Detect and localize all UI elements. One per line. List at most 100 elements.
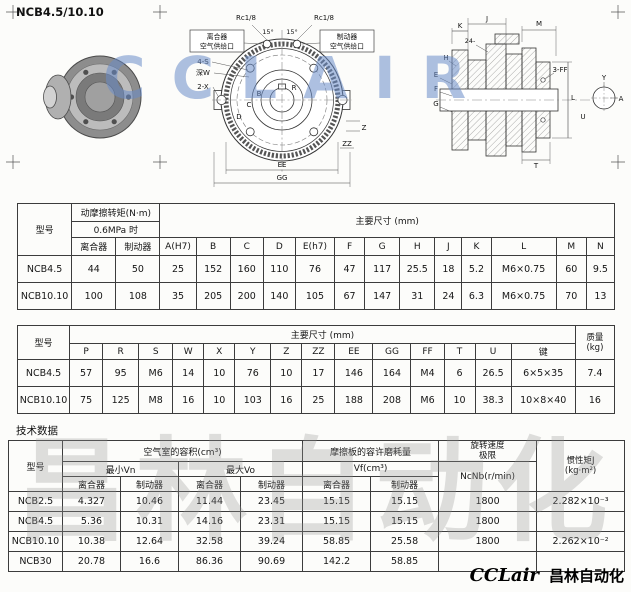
- cell: 15.15: [370, 491, 440, 512]
- angle-right-label: 15°: [286, 28, 298, 36]
- cell: 95: [102, 359, 140, 387]
- drawing-labels: Rc1/8 Rc1/8 15° 15° 离合器 空气供给口 制动器 空气供给口 …: [196, 14, 624, 182]
- label-ee: EE: [278, 161, 287, 169]
- cell: 10: [443, 386, 476, 414]
- cell: 4.327: [62, 491, 121, 512]
- cell: 15.15: [302, 511, 372, 532]
- t2-header-mass-word: 质量: [586, 332, 604, 343]
- cell-model: NCB4.5: [16, 255, 73, 283]
- t1-header-model: 型号: [16, 203, 73, 256]
- t1-header-clutch: 离合器: [71, 237, 117, 256]
- table-row: NCB2.5 4.327 10.46 11.44 23.45 15.15 15.…: [8, 491, 626, 512]
- cell: 205: [195, 282, 231, 310]
- label-f: F: [434, 85, 438, 93]
- t3-header-min: 最小Vn: [62, 461, 179, 477]
- cell: 1800: [438, 491, 538, 512]
- label-u: U: [580, 113, 585, 121]
- cell: 23.45: [239, 491, 304, 512]
- label-24-teeth: 24-: [465, 37, 476, 45]
- cell: 15.15: [302, 491, 372, 512]
- t3-header-brake: 制动器: [239, 476, 304, 492]
- cell: M6: [138, 359, 174, 387]
- cell: 50: [115, 255, 161, 283]
- label-a: A: [619, 95, 624, 103]
- col-header: X: [203, 343, 236, 360]
- t3-header-air-volume: 空气室的容积(cm³): [61, 440, 304, 462]
- col-header: EE: [334, 343, 374, 360]
- section-view: [436, 18, 618, 164]
- cell: 16: [574, 386, 616, 414]
- t3-header-brake: 制动器: [120, 476, 179, 492]
- cell: 44: [71, 255, 117, 283]
- col-header: A(H7): [159, 237, 197, 256]
- t3-header-clutch: 离合器: [302, 476, 372, 492]
- table-row: 型号 主要尺寸 (mm) 质量 (kg): [16, 325, 616, 360]
- cell: 5.2: [461, 255, 492, 283]
- cell-model: NCB30: [8, 551, 63, 572]
- label-depth-w: 深W: [196, 68, 210, 77]
- table-technical-data: 型号 空气室的容积(cm³) 摩擦板的容许磨耗量 旋转速度 极限 惯性矩J (k…: [8, 440, 626, 572]
- cell: 9.5: [585, 255, 616, 283]
- cell: [536, 551, 626, 572]
- clutch-port-feed-label: 空气供给口: [200, 42, 234, 51]
- col-header: 键: [510, 343, 576, 360]
- col-header: K: [461, 237, 492, 256]
- cell: 16: [270, 386, 303, 414]
- cell-model: NCB10.10: [8, 531, 63, 552]
- t3-header-wear: 摩擦板的容许磨耗量: [302, 440, 440, 462]
- cell: 10.46: [120, 491, 179, 512]
- cell: 17: [301, 359, 336, 387]
- cell: 15.15: [370, 511, 440, 532]
- table-row: NCB4.5 5.36 10.31 14.16 23.31 15.15 15.1…: [8, 511, 626, 532]
- t2-header-mass: 质量 (kg): [574, 325, 616, 360]
- cell-model: NCB2.5: [8, 491, 63, 512]
- cell: 7.4: [574, 359, 616, 387]
- t2-header-model: 型号: [16, 325, 71, 360]
- label-b: B: [257, 90, 262, 98]
- port-label-boxes: [189, 29, 375, 53]
- col-header: W: [172, 343, 205, 360]
- angle-left-label: 15°: [262, 28, 274, 36]
- cell-model: NCB10.10: [16, 282, 73, 310]
- cell-model: NCB4.5: [8, 511, 63, 532]
- cell: 38.3: [474, 386, 512, 414]
- tech-data-heading: 技术数据: [16, 425, 58, 437]
- cell: 90.69: [239, 551, 304, 572]
- t3-header-inertia-line2: (kg·m²): [564, 466, 597, 476]
- t3-header-max: 最大Vo: [177, 461, 304, 477]
- cell: M4: [410, 359, 445, 387]
- cell: 200: [229, 282, 264, 310]
- label-j: J: [485, 15, 488, 23]
- table-dimensions-2: 型号 主要尺寸 (mm) 质量 (kg) P R S W X Y Z ZZ EE…: [16, 325, 616, 414]
- label-zz: ZZ: [342, 140, 352, 148]
- rc18-left-label: Rc1/8: [236, 14, 256, 22]
- cell-model: NCB10.10: [16, 386, 71, 414]
- cell: 25: [301, 386, 336, 414]
- product-photo: [43, 55, 142, 139]
- cell: 100: [71, 282, 117, 310]
- watermark-cclair: CCLAIR: [103, 44, 493, 112]
- col-header: ZZ: [301, 343, 336, 360]
- label-t: T: [533, 162, 539, 170]
- cell: 164: [372, 359, 412, 387]
- page-title: NCB4.5/10.10: [16, 5, 104, 19]
- t3-header-model: 型号: [8, 440, 63, 492]
- cell: 6.3: [461, 282, 492, 310]
- col-header: Z: [270, 343, 303, 360]
- footer-company-name: 昌林自动化: [548, 567, 624, 585]
- cell: 152: [195, 255, 231, 283]
- cell: 32.58: [178, 531, 241, 552]
- cell: 160: [229, 255, 264, 283]
- cell: 140: [262, 282, 296, 310]
- t3-header-inertia-line1: 惯性矩J: [566, 456, 595, 466]
- t3-header-inertia: 惯性矩J (kg·m²): [536, 440, 626, 492]
- col-header: U: [474, 343, 512, 360]
- table-row: NCB10.10 75 125 M8 16 10 103 16 25 188 2…: [16, 386, 616, 414]
- cell-model: NCB4.5: [16, 359, 71, 387]
- t3-header-speed: 旋转速度 极限: [438, 440, 538, 462]
- cell: 25.5: [399, 255, 436, 283]
- label-h: H: [443, 54, 448, 62]
- cell: 105: [294, 282, 336, 310]
- technical-drawing: Rc1/8 Rc1/8 15° 15° 离合器 空气供给口 制动器 空气供给口 …: [6, 5, 625, 187]
